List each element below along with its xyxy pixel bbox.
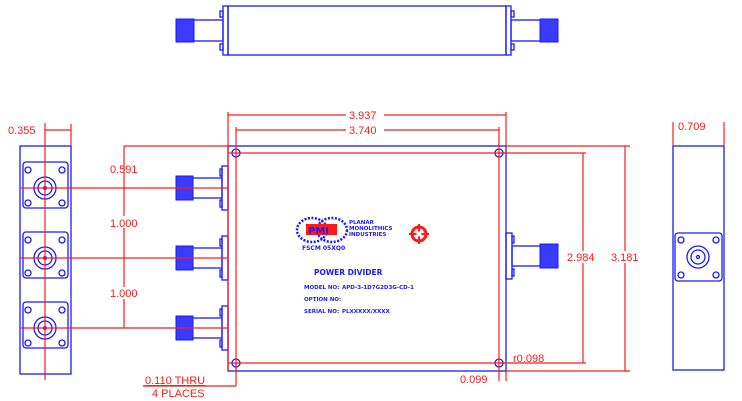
company-line2: MONOLITHICS: [349, 226, 393, 232]
emblem-icon: [409, 224, 429, 244]
dim-end-width: 0.709: [678, 121, 706, 133]
company-line3: INDUSTRIES: [349, 232, 386, 238]
fscm-code: FSCM 05XQ0: [302, 245, 345, 252]
dim-side-width: 0.355: [8, 125, 36, 137]
output-port: [505, 232, 559, 280]
dim-overall-height: 3.181: [611, 252, 639, 264]
model-label: MODEL NO:: [304, 285, 339, 291]
dim-corner-radius: r0.098: [513, 353, 544, 365]
pmi-logo: PMI: [295, 216, 349, 244]
product-name: POWER DIVIDER: [314, 268, 383, 277]
dimension-lines: [20, 112, 725, 387]
dim-port-spacing-1: 1.000: [110, 218, 138, 230]
dim-overall-length: 3.937: [349, 110, 377, 122]
hole-callout-line2: 4 PLACES: [152, 388, 205, 400]
serial-value: PLXXXXX/XXXX: [342, 309, 390, 315]
model-value: APD-3-1D7G2D3G-CD-1: [342, 285, 414, 291]
hole-callout-line1: 0.110 THRU: [145, 375, 205, 387]
right-end-view: [672, 145, 725, 371]
option-label: OPTION NO:: [304, 297, 341, 303]
company-line1: PLANAR: [349, 220, 375, 226]
main-view: [175, 145, 559, 372]
dim-hole-spacing-y: 2.984: [567, 252, 595, 264]
dim-port-spacing-2: 1.000: [110, 288, 138, 300]
dim-hole-offset: 0.099: [460, 374, 488, 386]
top-view: [175, 5, 559, 56]
dim-hole-spacing-x: 3.740: [349, 125, 377, 137]
product-label: PMI PLANAR MONOLITHICS INDUSTRIES FSCM 0…: [295, 216, 429, 315]
serial-label: SERIAL NO:: [304, 309, 339, 315]
dimension-text: 0.355 0.591 1.000 1.000 3.937 3.740 2.98…: [8, 109, 706, 400]
dim-port1-offset: 0.591: [110, 164, 138, 176]
logo-text: PMI: [308, 226, 329, 237]
